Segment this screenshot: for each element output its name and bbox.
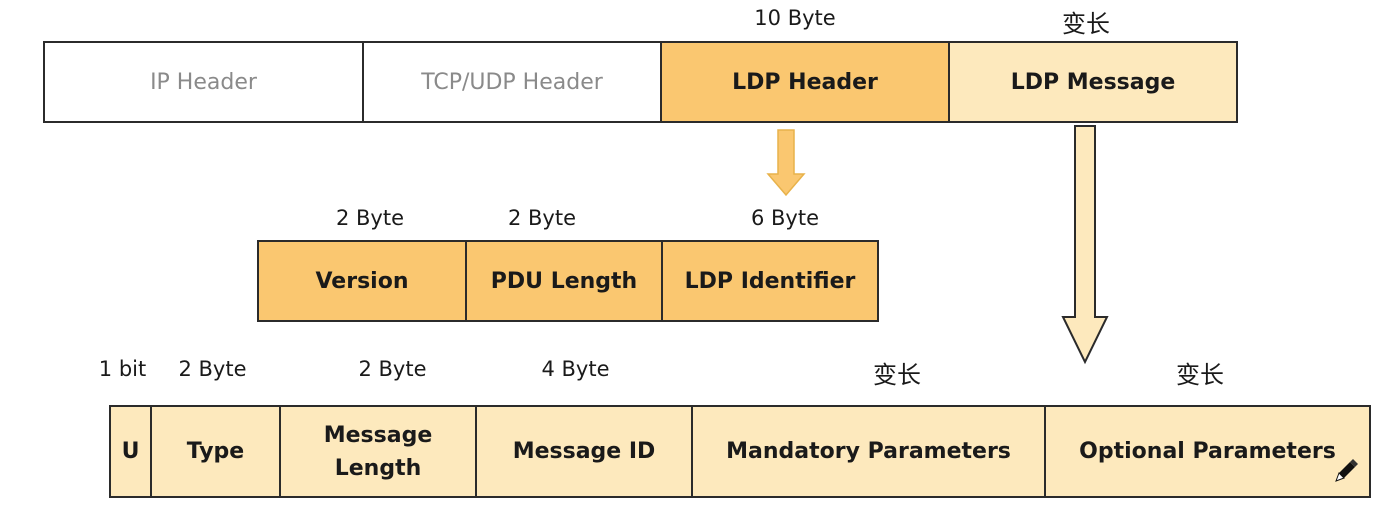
size-label-message-id: 4 Byte <box>541 357 610 381</box>
size-label-pdu-length: 2 Byte <box>507 206 577 230</box>
size-label-type: 2 Byte <box>178 357 247 381</box>
size-label-u: 1 bit <box>98 357 147 381</box>
ip-header-cell: IP Header <box>45 43 364 121</box>
ldp-identifier-cell: LDP Identifier <box>684 268 856 294</box>
message-length-cell: Message Length <box>281 407 477 496</box>
pen-icon <box>1335 459 1358 482</box>
optional-parameters-cell: Optional Parameters <box>1079 439 1336 464</box>
ldp-header-cell: LDP Header <box>662 43 950 121</box>
ldp-header-row: Version PDU Length LDP Identifier <box>257 240 879 322</box>
size-label-ldp-message: 变长 <box>1062 10 1110 38</box>
arrow-down-icon <box>766 129 806 197</box>
type-cell: Type <box>152 407 281 496</box>
size-label-ldp-header: 10 Byte <box>754 6 836 30</box>
ldp-message-row: U Type Message Length Message ID Mandato… <box>109 405 1371 498</box>
size-label-message-length: 2 Byte <box>358 357 427 381</box>
mandatory-parameters-cell: Mandatory Parameters <box>693 407 1046 496</box>
size-label-optional-parameters: 变长 <box>1176 361 1224 389</box>
tcp-udp-header-cell: TCP/UDP Header <box>364 43 662 121</box>
size-label-version: 2 Byte <box>335 206 405 230</box>
packet-row: IP Header TCP/UDP Header LDP Header LDP … <box>43 41 1238 123</box>
pdu-length-cell: PDU Length <box>467 242 663 320</box>
size-label-mandatory-parameters: 变长 <box>873 361 921 389</box>
ldp-message-cell: LDP Message <box>950 43 1236 121</box>
arrow-down-icon <box>1061 125 1109 365</box>
u-bit-cell: U <box>111 407 152 496</box>
message-id-cell: Message ID <box>477 407 693 496</box>
size-label-ldp-identifier: 6 Byte <box>750 206 820 230</box>
version-cell: Version <box>259 242 467 320</box>
